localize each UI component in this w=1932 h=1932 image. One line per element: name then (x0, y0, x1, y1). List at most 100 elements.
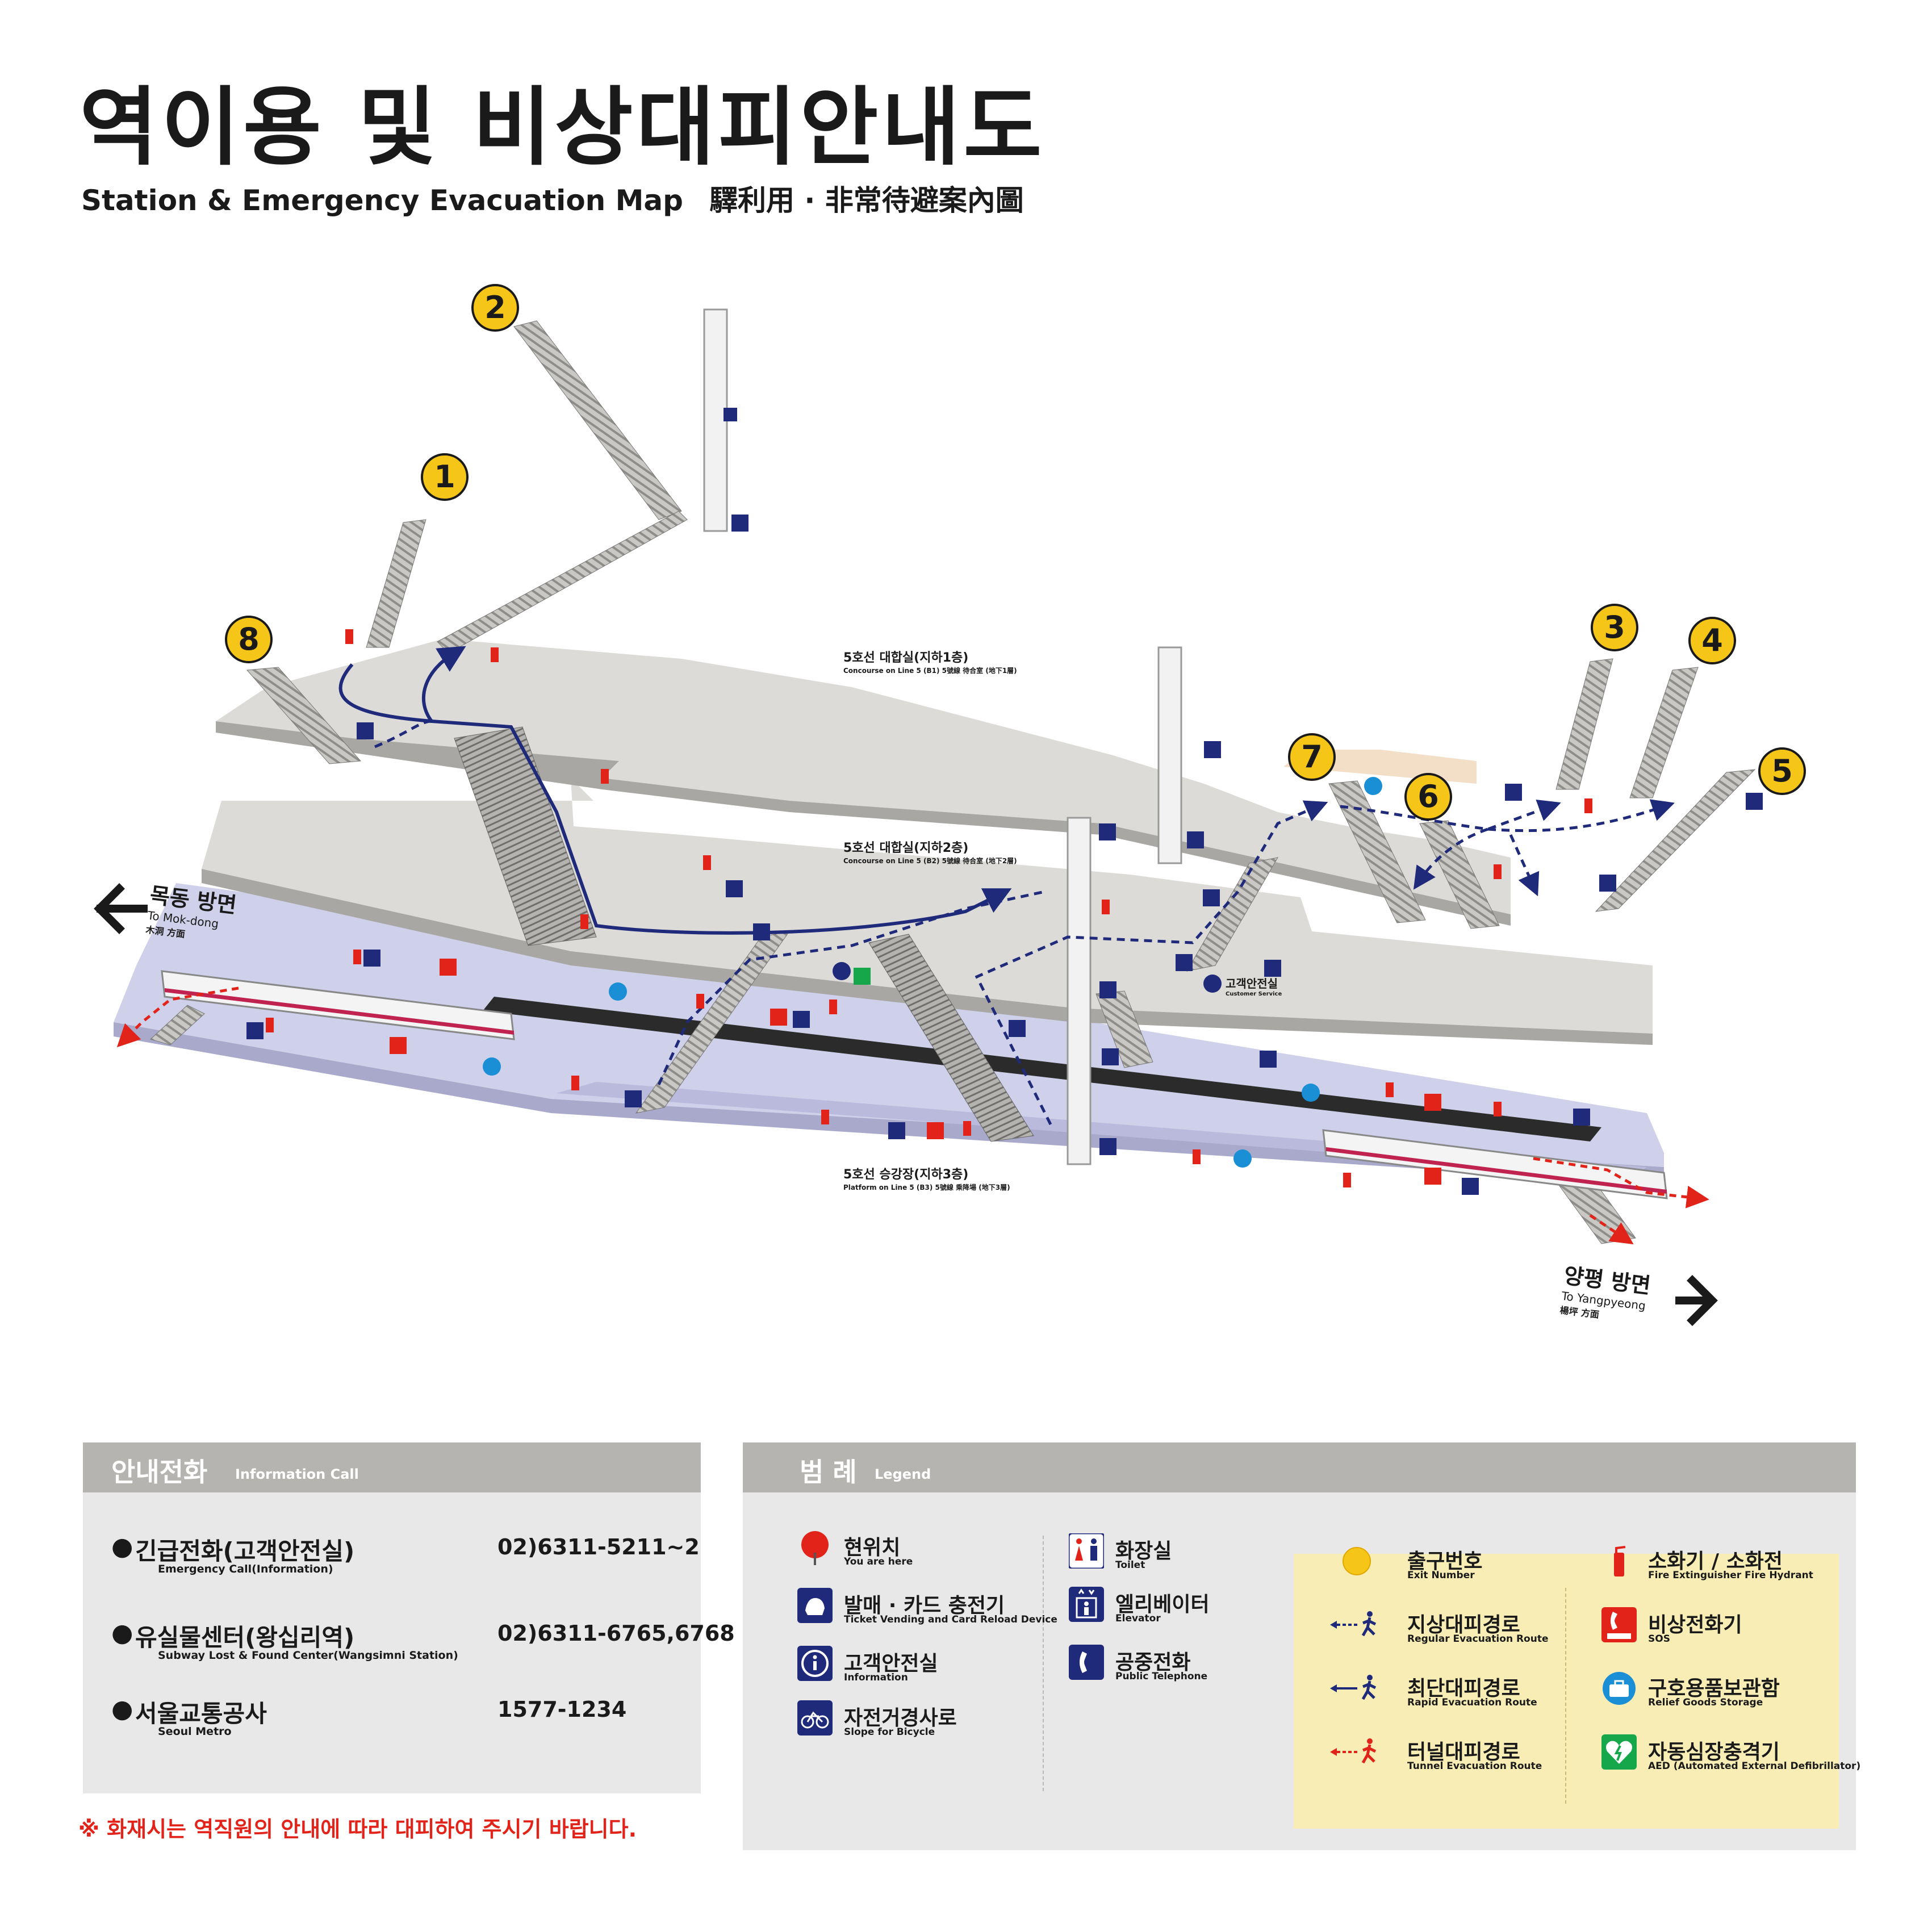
concourse-b2 (202, 778, 1653, 1045)
customer-service-label: 고객안전실 Customer Service (1226, 975, 1282, 997)
floor-label-b1: 5호선 대합실(지하1층) Concourse on Line 5 (B1) 5… (843, 647, 1017, 675)
exit-8-stairs (246, 667, 362, 764)
call-label: 서울교통공사 (135, 1700, 267, 1728)
bullet: ● (111, 1695, 133, 1724)
exit-badge-5: 5 (1758, 747, 1806, 795)
legend-label-en: Toilet (1115, 1559, 1145, 1571)
aed-marker (854, 968, 871, 985)
customer-service-en: Customer Service (1226, 991, 1282, 997)
direction-left-label: 목동 방면 To Mok-dong 木洞 方面 (145, 877, 238, 946)
info-call-title: 안내전화 (111, 1457, 208, 1487)
legend-label: 현위치 (844, 1536, 901, 1559)
regular-route-icon (1330, 1611, 1377, 1637)
legend-label-en: Regular Evacuation Route (1407, 1633, 1549, 1645)
location-pin-icon (801, 1531, 829, 1565)
page-title: 역이용 및 비상대피안내도 (80, 78, 1046, 177)
regular-route-exit5 (1509, 834, 1540, 897)
exit-badge-8: 8 (225, 616, 273, 663)
call-label-en: Subway Lost & Found Center(Wangsimni Sta… (158, 1649, 458, 1662)
legend-evacuation-box (1294, 1554, 1839, 1829)
info-call-title-en: Information Call (235, 1466, 359, 1482)
legend-label: 터널대피경로 (1407, 1741, 1520, 1764)
regular-route-exit8 (374, 720, 432, 748)
legend-label-en: Tunnel Evacuation Route (1407, 1760, 1542, 1772)
floor-b3-name: 5호선 승강장(지하3층) (843, 1168, 969, 1182)
subtitle-hanja: 驛利用 · 非常待避案內圖 (709, 184, 1024, 217)
elevator-shaft-2 (1157, 646, 1182, 864)
call-label: 긴급전화(고객안전실) (135, 1537, 355, 1565)
exit-1-stairs (366, 519, 426, 648)
information-icon (797, 1646, 833, 1681)
info-call-panel: 안내전화 Information Call (83, 1442, 701, 1588)
legend-label-en: Information (844, 1672, 908, 1683)
rapid-route-exit1 (421, 646, 466, 722)
legend-label: 자동심장충격기 (1648, 1741, 1780, 1764)
rapid-route-main (338, 663, 1012, 935)
direction-right-label: 양평 방면 To Yangpyeong 楊坪 方面 (1559, 1258, 1652, 1327)
legend-label-en: Rapid Evacuation Route (1407, 1697, 1537, 1708)
ticket-machine-icon (797, 1588, 833, 1623)
exit-4-stairs (1629, 667, 1699, 798)
legend-label-en: Ticket Vending and Card Reload Device (844, 1614, 1057, 1625)
legend-label-en: You are here (844, 1556, 913, 1567)
legend-label: 자전거경사로 (844, 1707, 957, 1730)
legend-label-en: AED (Automated External Defibrillator) (1648, 1760, 1861, 1772)
info-call-body: ● 긴급전화(고객안전실) Emergency Call(Information… (83, 1492, 735, 1793)
legend-label-en: Fire Extinguisher Fire Hydrant (1648, 1570, 1813, 1581)
tunnel-route-left (116, 986, 239, 1048)
legend-label-en: Exit Number (1407, 1570, 1475, 1581)
regular-route-platform-right (975, 800, 1328, 1126)
floor-b2-name: 5호선 대합실(지하2층) (843, 841, 969, 855)
exit-5-stairs (1595, 769, 1756, 912)
legend-label: 엘리베이터 (1115, 1593, 1210, 1616)
facility-symbols (246, 408, 1763, 1195)
fire-extinguisher-markers (266, 629, 1592, 1187)
floor-b1-name: 5호선 대합실(지하1층) (843, 651, 969, 665)
legend-label: 최단대피경로 (1407, 1677, 1520, 1700)
train-left (161, 970, 515, 1040)
relief-goods-icon (1603, 1672, 1636, 1705)
relief-goods-markers (483, 777, 1382, 1168)
legend-label: 공중전화 (1115, 1651, 1191, 1674)
legend-label: 화장실 (1115, 1540, 1172, 1563)
legend-label-en: Slope for Bicycle (844, 1726, 935, 1738)
exit-badge-6: 6 (1404, 773, 1452, 821)
call-label-en: Seoul Metro (158, 1725, 232, 1738)
legend-label-en: Elevator (1115, 1613, 1161, 1624)
station-map (94, 308, 1763, 1326)
floor-b3-name-en: Platform on Line 5 (B3) 5號線 乘降場 (地下3層) (843, 1184, 1010, 1191)
call-label: 유실물센터(왕십리역) (135, 1624, 355, 1651)
regular-route-exit4 (1487, 799, 1675, 833)
legend-label-en: Public Telephone (1115, 1671, 1208, 1682)
exit-7-stairs (1328, 780, 1426, 923)
information-marker (833, 962, 851, 980)
direction-right-arrow-head (1687, 1275, 1718, 1326)
exit-2-stairs (513, 320, 682, 520)
regular-route-platform-left (657, 890, 1046, 1086)
train-right (1322, 1129, 1668, 1199)
legend-panel: 범 례 Legend (743, 1442, 1856, 1492)
legend-label-en: Relief Goods Storage (1648, 1697, 1763, 1708)
legend-box-divider (1565, 1588, 1566, 1804)
elevator-shaft-1 (703, 308, 728, 532)
escalator-b1-b2 (454, 726, 597, 946)
legend-label: 고객안전실 (844, 1652, 938, 1675)
aed-icon (1601, 1734, 1637, 1770)
legend-label: 출구번호 (1407, 1550, 1483, 1573)
toilet-icon (1069, 1533, 1104, 1569)
legend-divider (1043, 1536, 1044, 1791)
bicycle-icon (797, 1700, 833, 1736)
sos-phone-icon (1601, 1607, 1637, 1642)
legend-body (743, 1492, 1856, 1850)
customer-service-ko: 고객안전실 (1226, 977, 1278, 990)
sos-phone-markers (390, 959, 1441, 1185)
info-call-header: 안내전화 Information Call (83, 1442, 701, 1492)
call-number: 02)6311-5211~2 (497, 1534, 700, 1559)
subtitle-english: Station & Emergency Evacuation Map (81, 184, 683, 217)
telephone-icon (1069, 1645, 1104, 1680)
exit-badge-4: 4 (1688, 617, 1736, 664)
legend-label: 구호용품보관함 (1648, 1677, 1780, 1700)
regular-route-exit6 (1413, 827, 1488, 890)
regular-route-exit3 (1340, 800, 1561, 831)
page-subtitle: Station & Emergency Evacuation Map 驛利用 · … (81, 186, 1024, 215)
